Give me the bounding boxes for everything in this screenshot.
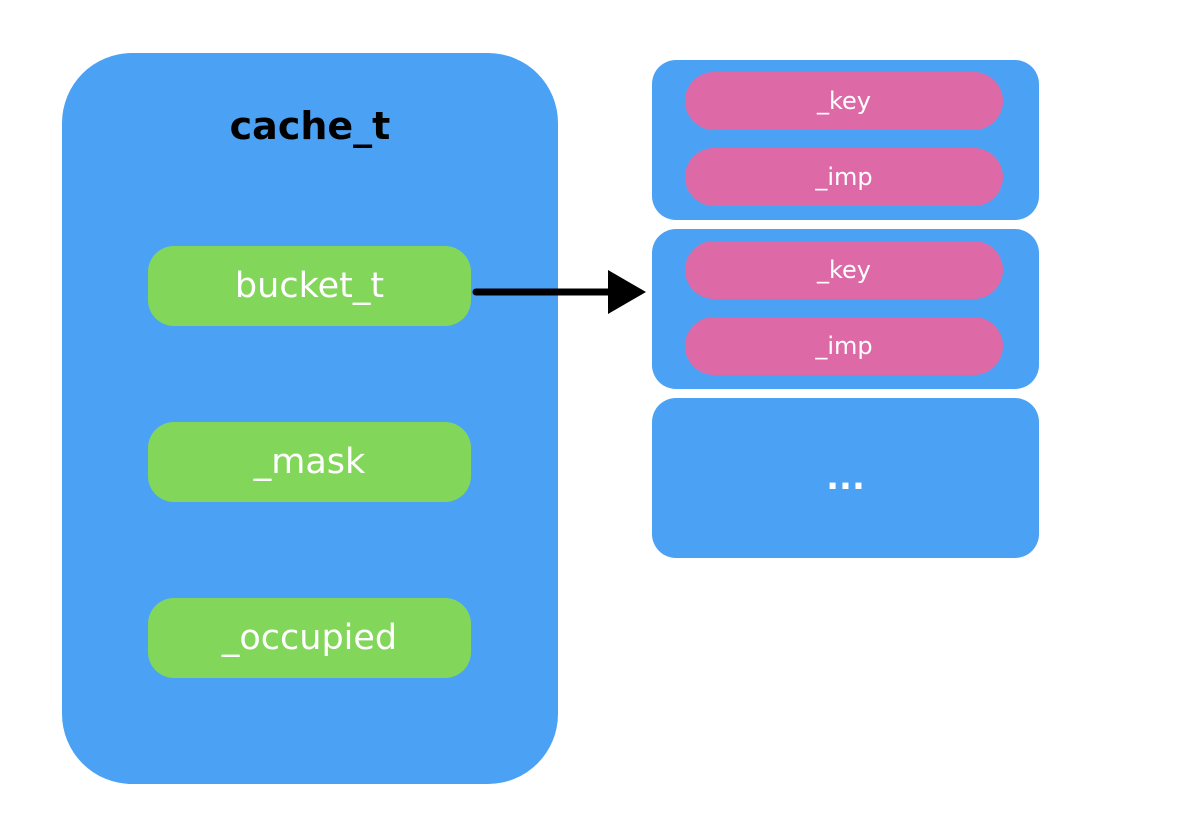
pointer-arrow xyxy=(472,270,646,314)
imp-pill: _imp xyxy=(685,148,1003,206)
bucket-t-label: bucket_t xyxy=(234,266,385,306)
bucket-entry: _key _imp xyxy=(652,229,1039,389)
mask-label: _mask xyxy=(253,442,366,482)
imp-pill: _imp xyxy=(685,317,1003,375)
bucket-t-field: bucket_t xyxy=(148,246,471,326)
bucket-entry: _key _imp xyxy=(652,60,1039,220)
occupied-field: _occupied xyxy=(148,598,471,678)
key-pill: _key xyxy=(685,241,1003,299)
key-pill: _key xyxy=(685,72,1003,130)
mask-field: _mask xyxy=(148,422,471,502)
more-ellipsis: ... xyxy=(826,458,865,498)
occupied-label: _occupied xyxy=(221,618,398,658)
cache-t-title: cache_t xyxy=(229,104,391,148)
arrow-head xyxy=(608,270,646,314)
imp-label: _imp xyxy=(815,163,873,191)
bucket-more: ... xyxy=(652,398,1039,558)
imp-label: _imp xyxy=(815,332,873,360)
key-label: _key xyxy=(816,87,871,115)
key-label: _key xyxy=(816,256,871,284)
